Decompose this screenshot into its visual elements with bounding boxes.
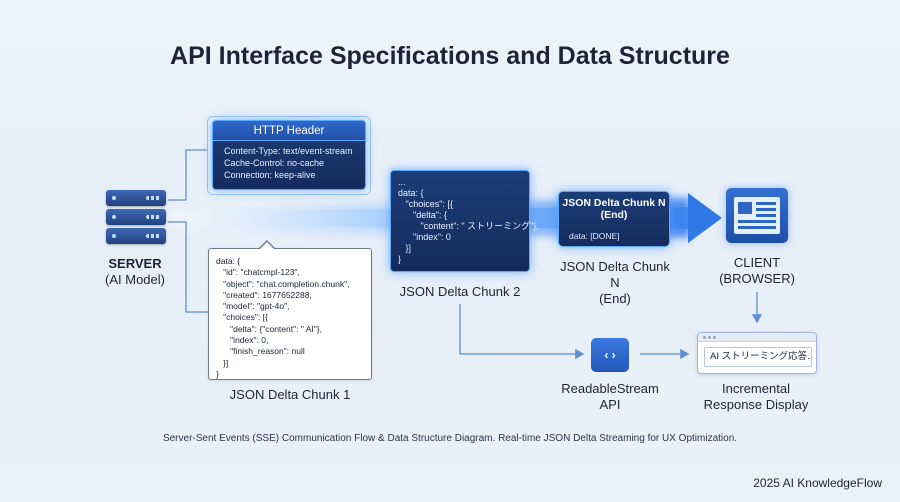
chunk1-code: data: { "id": "chatcmpl-123", "object": … <box>208 248 372 380</box>
browser-window-icon <box>726 188 788 243</box>
client-name: CLIENT <box>733 255 781 270</box>
server-rack-unit <box>106 209 166 225</box>
window-dot-icon <box>703 336 706 339</box>
window-title-bar <box>698 333 816 342</box>
readable-stream-label: ReadableStream API <box>560 381 660 413</box>
chunk2-to-stream-line <box>459 304 585 360</box>
server-rack-unit <box>106 190 166 206</box>
response-text: AI ストリーミング応答... <box>710 351 812 362</box>
chunk1-label: JSON Delta Chunk 1 <box>229 387 351 402</box>
server-sub: (AI Model) <box>105 272 165 287</box>
chunk2-label: JSON Delta Chunk 2 <box>399 284 521 299</box>
page-title: API Interface Specifications and Data St… <box>170 42 730 70</box>
server-icon <box>106 190 166 247</box>
http-header-line: Connection: keep-alive <box>224 170 316 180</box>
http-header-title: HTTP Header <box>213 121 365 141</box>
window-dot-icon <box>713 336 716 339</box>
chunkn-title: JSON Delta Chunk N (End) <box>562 197 666 221</box>
browser-window-icon-content <box>734 197 780 234</box>
http-header-line: Cache-Control: no-cache <box>224 158 325 168</box>
chunkn-label: JSON Delta Chunk N (End) <box>557 259 673 307</box>
chunkn-data: data: [DONE] <box>569 231 620 241</box>
code-brackets-icon: ‹ › <box>591 338 629 372</box>
response-display-window: AI ストリーミング応答... <box>697 332 817 374</box>
readable-stream-line1: ReadableStream <box>561 381 659 396</box>
chunk2-code: ... data: { "choices": [{ "delta": { "co… <box>390 170 539 272</box>
server-to-header-line <box>168 149 207 201</box>
client-sub: (BROWSER) <box>719 271 795 286</box>
server-rack-unit <box>106 228 166 244</box>
incremental-line2: Response Display <box>703 397 809 412</box>
http-header-lines: Content-Type: text/event-stream Cache-Co… <box>213 141 365 181</box>
chunk1-callout-pointer-fill <box>259 242 275 250</box>
server-name: SERVER <box>108 256 162 271</box>
window-dot-icon <box>708 336 711 339</box>
incremental-display-label: Incremental Response Display <box>700 381 812 413</box>
http-header-line: Content-Type: text/event-stream <box>224 146 353 156</box>
chunkn-box: JSON Delta Chunk N (End) data: [DONE] <box>558 191 670 247</box>
client-label: CLIENT (BROWSER) <box>705 255 809 287</box>
chunkn-label-line2: (End) <box>599 291 631 306</box>
stream-arrowhead <box>688 193 722 243</box>
server-label: SERVER (AI Model) <box>85 256 185 288</box>
readable-stream-line2: API <box>599 397 621 412</box>
http-header-box: HTTP Header Content-Type: text/event-str… <box>212 120 366 190</box>
incremental-line1: Incremental <box>722 381 790 396</box>
chunkn-label-line1: JSON Delta Chunk N <box>560 259 670 290</box>
diagram-caption: Server-Sent Events (SSE) Communication F… <box>162 433 738 444</box>
response-text-field: AI ストリーミング応答... <box>704 347 812 367</box>
server-to-chunk1-line <box>168 221 208 313</box>
footer-credit: 2025 AI KnowledgeFlow <box>753 476 882 490</box>
